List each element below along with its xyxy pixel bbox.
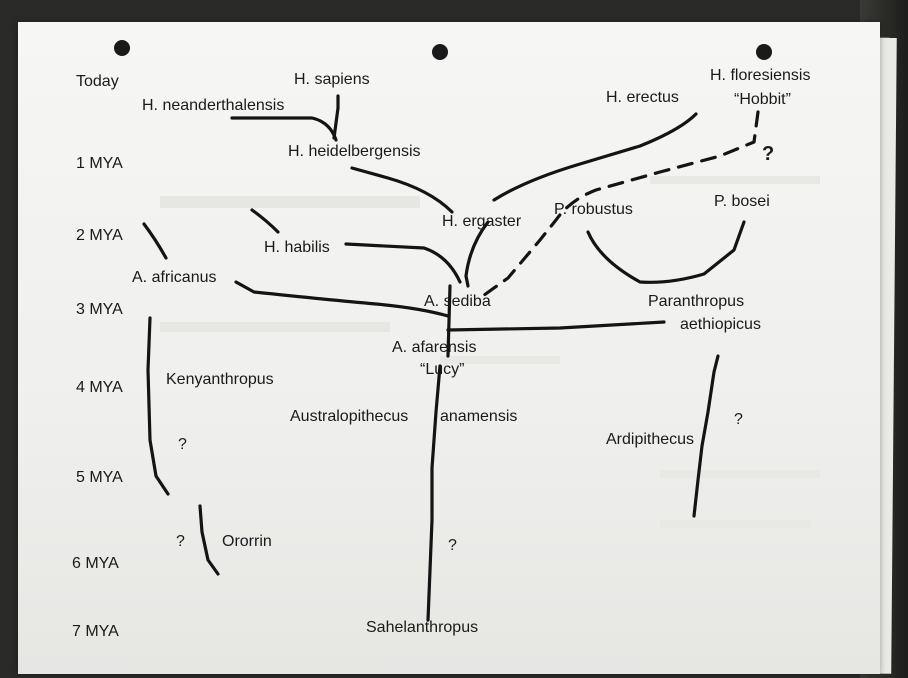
question-mark-floresiensis: ? xyxy=(762,143,775,165)
label-hobbit: “Hobbit” xyxy=(734,91,791,108)
label-h-erectus: H. erectus xyxy=(606,89,679,106)
question-mark-kenyanthropus: ? xyxy=(178,436,187,453)
show-through-print xyxy=(660,520,810,528)
label-sahelanthropus: Sahelanthropus xyxy=(366,619,479,636)
label-h-ergaster: H. ergaster xyxy=(442,213,522,230)
time-label-today: Today xyxy=(76,73,119,90)
label-h-heidelbergensis: H. heidelbergensis xyxy=(288,143,421,160)
label-h-sapiens: H. sapiens xyxy=(294,71,370,88)
label-lucy: “Lucy” xyxy=(420,361,465,378)
neanderthal-branch xyxy=(230,116,338,142)
time-label-1mya: 1 MYA xyxy=(76,155,123,172)
label-a-africanus: A. africanus xyxy=(132,269,217,286)
ororrin-line xyxy=(198,504,220,576)
punch-hole xyxy=(432,44,448,60)
ardipithecus-line xyxy=(692,354,720,518)
trunk-upper xyxy=(446,284,452,358)
time-label-5mya: 5 MYA xyxy=(76,469,123,486)
show-through-print xyxy=(660,470,820,478)
show-through-print xyxy=(440,356,560,364)
robustus-arc xyxy=(586,220,746,284)
label-kenyanthropus: Kenyanthropus xyxy=(166,371,274,388)
question-mark-ardipithecus: ? xyxy=(734,411,743,428)
ergaster-to-trunk xyxy=(464,220,490,288)
show-through-print xyxy=(650,176,820,184)
heidelbergensis-branch xyxy=(350,166,454,214)
question-mark-trunk: ? xyxy=(448,537,457,554)
question-mark-ororrin: ? xyxy=(176,533,185,550)
floresiensis-dashed xyxy=(478,110,760,300)
label-a-sediba: A. sediba xyxy=(424,293,491,310)
label-h-habilis: H. habilis xyxy=(264,239,330,256)
label-paranthropus: Paranthropus xyxy=(648,293,745,310)
label-h-floresiensis: H. floresiensis xyxy=(710,67,811,84)
label-ororrin: Ororrin xyxy=(222,533,272,550)
time-label-2mya: 2 MYA xyxy=(76,227,123,244)
label-p-robustus: P. robustus xyxy=(554,201,633,218)
time-label-4mya: 4 MYA xyxy=(76,379,123,396)
aethiopicus-branch xyxy=(446,320,666,332)
time-label-7mya: 7 MYA xyxy=(72,623,119,640)
erectus-branch xyxy=(492,112,698,202)
show-through-print xyxy=(160,196,420,208)
kenyanthropus-line xyxy=(146,316,170,496)
label-australopithecus: Australopithecus xyxy=(290,408,409,425)
label-aethiopicus: aethiopicus xyxy=(680,316,761,333)
punch-hole xyxy=(756,44,772,60)
habilis-branch xyxy=(344,242,462,284)
punch-hole xyxy=(114,40,130,56)
label-a-afarensis: A. afarensis xyxy=(392,339,477,356)
sapiens-stem xyxy=(332,94,340,140)
africanus-upper xyxy=(142,222,168,260)
africanus-branch xyxy=(234,280,450,318)
label-anamensis: anamensis xyxy=(440,408,518,425)
label-h-neanderthalensis: H. neanderthalensis xyxy=(142,97,285,114)
time-label-6mya: 6 MYA xyxy=(72,555,119,572)
label-p-bosei: P. bosei xyxy=(714,193,770,210)
show-through-print xyxy=(160,322,390,332)
time-label-3mya: 3 MYA xyxy=(76,301,123,318)
trunk-lower xyxy=(426,364,442,622)
label-ardipithecus: Ardipithecus xyxy=(606,431,695,448)
habilis-tail xyxy=(250,208,280,234)
